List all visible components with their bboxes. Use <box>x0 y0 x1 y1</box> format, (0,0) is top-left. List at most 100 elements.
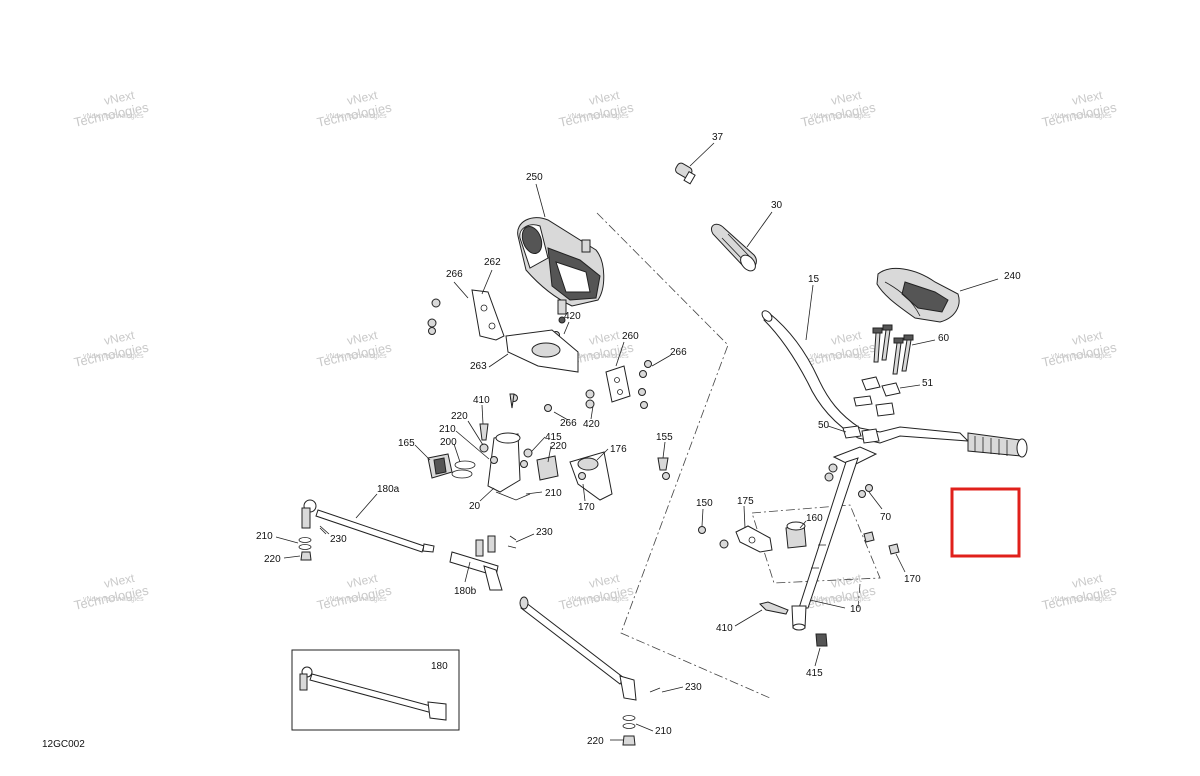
svg-text:vNext: vNext <box>588 571 622 591</box>
callout-label: 210 <box>655 726 672 737</box>
svg-text:vNext: vNext <box>830 88 864 108</box>
callout-label: 170 <box>578 502 595 513</box>
svg-text:vNext Technologies: vNext Technologies <box>1051 113 1112 120</box>
svg-text:vNext Technologies: vNext Technologies <box>1051 596 1112 603</box>
pitman-arm-assembly <box>479 423 533 501</box>
callout-label: 70 <box>880 512 892 523</box>
handle-grip <box>710 223 757 272</box>
center-link-180b <box>449 535 517 591</box>
callout-label: 180 <box>431 661 448 672</box>
svg-text:vNext: vNext <box>346 328 380 348</box>
callout-label: 230 <box>536 527 553 538</box>
callout-label: 155 <box>656 432 673 443</box>
bushing-165 <box>427 453 453 479</box>
handlebar <box>761 310 1028 458</box>
callout-label: 266 <box>560 418 577 429</box>
watermark: vNext Technologies vNext Technologies <box>1041 88 1119 130</box>
callout-label: 260 <box>622 331 639 342</box>
svg-text:vNext: vNext <box>1071 88 1105 108</box>
bracket-176 <box>569 451 670 501</box>
callout-label: 51 <box>922 378 934 389</box>
watermark: vNext Technologies vNext Technologies <box>558 88 636 130</box>
callout-label: 180a <box>377 484 400 495</box>
callout-label: 20 <box>469 501 481 512</box>
svg-text:vNext Technologies: vNext Technologies <box>83 596 144 603</box>
svg-text:vNext Technologies: vNext Technologies <box>568 353 629 360</box>
callout-label: 250 <box>526 172 543 183</box>
handlebar-cover <box>876 268 960 323</box>
callout-label: 263 <box>470 361 487 372</box>
callout-labels: 37 30 250 266 262 240 15 420 260 266 60 … <box>256 132 1021 747</box>
callout-label: 220 <box>550 441 567 452</box>
svg-text:vNext: vNext <box>830 571 864 591</box>
watermark: vNext Technologies vNext Technologies <box>73 328 151 370</box>
callout-label: 220 <box>264 554 281 565</box>
bushing-right <box>536 455 559 481</box>
svg-text:vNext Technologies: vNext Technologies <box>326 596 387 603</box>
callout-label: 175 <box>737 496 754 507</box>
tie-rod-180a <box>298 499 435 561</box>
callout-label: 240 <box>1004 271 1021 282</box>
diagram-code: 12GC002 <box>42 739 85 750</box>
callout-label: 30 <box>771 200 783 211</box>
callout-label: 230 <box>685 682 702 693</box>
o-rings <box>451 460 476 479</box>
callout-label: 230 <box>330 534 347 545</box>
callout-label: 176 <box>610 444 627 455</box>
svg-text:vNext Technologies: vNext Technologies <box>1051 353 1112 360</box>
svg-text:vNext Technologies: vNext Technologies <box>326 113 387 120</box>
column-bushing <box>785 521 807 549</box>
power-steering-unit <box>517 217 605 339</box>
svg-text:vNext Technologies: vNext Technologies <box>326 353 387 360</box>
watermark: vNext Technologies vNext Technologies <box>1041 571 1119 613</box>
svg-text:vNext: vNext <box>1071 571 1105 591</box>
dashed-assembly-lines <box>596 212 881 699</box>
mounting-bracket-left <box>427 289 505 341</box>
callout-label: 220 <box>587 736 604 747</box>
callout-label: 210 <box>439 424 456 435</box>
watermark: vNext Technologies vNext Technologies <box>316 571 394 613</box>
callout-label: 15 <box>808 274 820 285</box>
svg-text:vNext Technologies: vNext Technologies <box>568 113 629 120</box>
callout-label: 415 <box>545 432 562 443</box>
red-highlight-box[interactable] <box>950 487 1021 558</box>
svg-text:vNext: vNext <box>1071 328 1105 348</box>
watermark: vNext Technologies vNext Technologies <box>800 88 878 130</box>
svg-text:vNext: vNext <box>588 88 622 108</box>
handlebar-clamps <box>842 376 901 444</box>
watermark-group: vNext Technologies vNext Technologies vN… <box>73 88 1119 613</box>
callout-label: 420 <box>564 311 581 322</box>
svg-text:vNext: vNext <box>346 88 380 108</box>
callout-label: 262 <box>484 257 501 268</box>
leader-lines <box>275 142 999 741</box>
inset-tie-rod-180 <box>291 649 460 731</box>
callout-label: 160 <box>806 513 823 524</box>
svg-text:vNext: vNext <box>103 328 137 348</box>
watermark: vNext Technologies vNext Technologies <box>316 88 394 130</box>
callout-label: 410 <box>473 395 490 406</box>
svg-text:vNext Technologies: vNext Technologies <box>810 113 871 120</box>
steering-column <box>791 446 878 631</box>
column-nuts <box>759 531 900 647</box>
watermark: vNext Technologies vNext Technologies <box>558 571 636 613</box>
callout-label: 60 <box>938 333 950 344</box>
callout-label: 266 <box>670 347 687 358</box>
svg-text:vNext: vNext <box>588 328 622 348</box>
tie-rod-right <box>519 596 661 746</box>
callout-label: 266 <box>446 269 463 280</box>
callout-label: 410 <box>716 623 733 634</box>
column-support-bracket <box>698 525 773 553</box>
svg-text:vNext Technologies: vNext Technologies <box>83 353 144 360</box>
callout-label: 170 <box>904 574 921 585</box>
svg-text:vNext: vNext <box>103 571 137 591</box>
watermark: vNext Technologies vNext Technologies <box>316 328 394 370</box>
callout-label: 415 <box>806 668 823 679</box>
grip-end-plug <box>675 162 696 185</box>
watermark: vNext Technologies vNext Technologies <box>73 88 151 130</box>
callout-label: 150 <box>696 498 713 509</box>
callout-label: 420 <box>583 419 600 430</box>
svg-text:vNext Technologies: vNext Technologies <box>568 596 629 603</box>
svg-text:vNext: vNext <box>830 328 864 348</box>
handlebar-bolts <box>872 324 914 375</box>
